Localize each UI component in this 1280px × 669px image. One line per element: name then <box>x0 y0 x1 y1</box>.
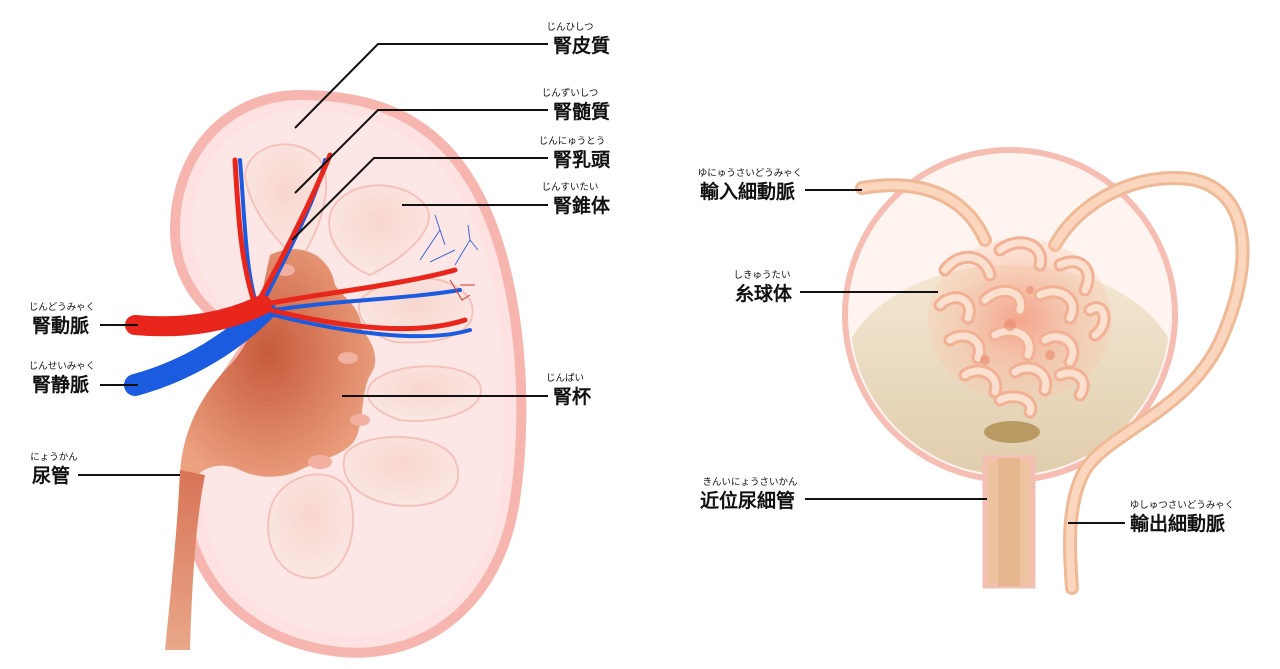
glomerulus-tuft <box>928 236 1112 419</box>
text-efferent: 輸出細動脈 <box>1130 512 1225 535</box>
label-papilla: じんにゅうとう 腎乳頭 <box>291 136 611 241</box>
text-ureter: 尿管 <box>32 464 70 487</box>
text-renal-vein: 腎静脈 <box>32 373 89 396</box>
ruby-ureter: にょうかん <box>30 452 78 463</box>
ruby-renal-vein: じんせいみゃく <box>29 361 96 372</box>
label-proximal-tubule: きんいにょうさいかん 近位尿細管 <box>700 477 987 512</box>
text-cortex: 腎皮質 <box>553 34 610 57</box>
text-papilla: 腎乳頭 <box>553 148 611 171</box>
ruby-renal-artery: じんどうみゃく <box>29 302 95 313</box>
label-medulla: じんずいしつ 腎髄質 <box>294 88 610 194</box>
renal-artery <box>125 152 468 337</box>
ruby-proximal-tubule: きんいにょうさいかん <box>702 477 797 488</box>
ruby-pyramid: じんすいたい <box>542 182 599 193</box>
text-glomerulus: 糸球体 <box>735 282 793 305</box>
ureter <box>165 470 205 650</box>
nephron-illustration: ゆにゅうさいどうみゃく 輸入細動脈 しきゅうたい 糸球体 きんいにょうさいかん … <box>698 147 1250 595</box>
ruby-papilla: じんにゅうとう <box>539 136 606 147</box>
label-pyramid: じんすいたい 腎錐体 <box>402 182 611 217</box>
ruby-afferent: ゆにゅうさいどうみゃく <box>698 168 803 179</box>
text-proximal-tubule: 近位尿細管 <box>700 489 795 512</box>
text-calyx: 腎杯 <box>553 385 591 408</box>
text-afferent: 輸入細動脈 <box>700 180 795 203</box>
fine-vessels <box>419 214 479 301</box>
text-renal-artery: 腎動脈 <box>32 314 89 337</box>
label-calyx: じんぱい 腎杯 <box>342 373 591 408</box>
ruby-medulla: じんずいしつ <box>542 88 598 99</box>
label-afferent: ゆにゅうさいどうみゃく 輸入細動脈 <box>698 168 862 203</box>
tubule-opening <box>984 421 1040 443</box>
label-efferent: ゆしゅつさいどうみゃく 輸出細動脈 <box>1068 500 1234 535</box>
kidney-illustration: じんひしつ 腎皮質 じんずいしつ 腎髄質 じんにゅうとう 腎乳頭 じんすいたい … <box>29 22 611 658</box>
calyx-cups <box>275 264 370 469</box>
renal-pelvis <box>180 249 376 480</box>
ruby-cortex: じんひしつ <box>547 22 594 33</box>
ruby-calyx: じんぱい <box>546 373 584 384</box>
label-ureter: にょうかん 尿管 <box>30 452 180 487</box>
label-glomerulus: しきゅうたい 糸球体 <box>733 270 938 305</box>
label-renal-vein: じんせいみゃく 腎静脈 <box>29 361 138 396</box>
text-pyramid: 腎錐体 <box>553 194 611 217</box>
label-cortex: じんひしつ 腎皮質 <box>294 22 610 129</box>
label-renal-artery: じんどうみゃく 腎動脈 <box>29 302 138 337</box>
text-medulla: 腎髄質 <box>553 100 610 123</box>
proximal-tubule-lumen <box>998 458 1020 586</box>
ruby-efferent: ゆしゅつさいどうみゃく <box>1130 500 1235 511</box>
ruby-glomerulus: しきゅうたい <box>733 270 790 281</box>
